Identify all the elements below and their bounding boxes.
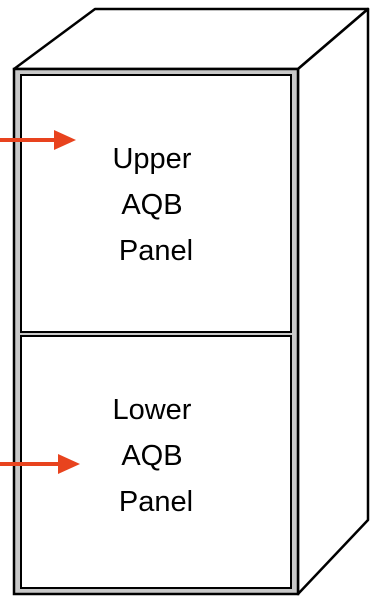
upper-arrow-head bbox=[54, 130, 76, 150]
upper-panel-label-line: AQB bbox=[121, 189, 182, 221]
cabinet-side-face bbox=[296, 7, 370, 596]
upper-panel bbox=[20, 74, 292, 333]
upper-panel-label-line: Panel bbox=[119, 235, 193, 267]
lower-panel-label-line: Panel bbox=[119, 486, 193, 518]
lower-panel-label-line: AQB bbox=[121, 440, 182, 472]
lower-arrow bbox=[0, 454, 80, 474]
lower-panel-label: Lower AQB Panel bbox=[112, 394, 199, 518]
upper-panel-label-line: Upper bbox=[112, 143, 191, 175]
lower-arrow-head bbox=[58, 454, 80, 474]
lower-panel-label-line: Lower bbox=[112, 394, 191, 426]
upper-arrow bbox=[0, 130, 76, 150]
upper-panel-label: Upper AQB Panel bbox=[112, 143, 199, 267]
